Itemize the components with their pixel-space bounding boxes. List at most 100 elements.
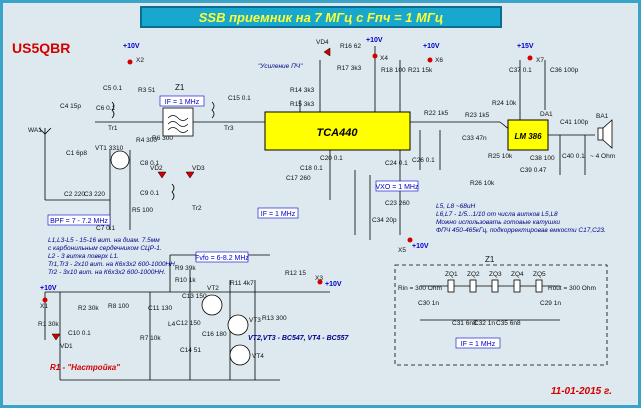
- coil-note-1: с карбонильным сердечником СЦР-1.: [48, 244, 162, 252]
- vd3-label: VD3: [192, 165, 205, 172]
- z1b-ref: Z1: [485, 255, 495, 264]
- c32-label: C32 1n: [474, 320, 495, 327]
- x2-label: X2: [136, 57, 144, 64]
- r23-label: R23 1k5: [465, 112, 490, 119]
- if-coil-note-0: L5, L8 ~68uH: [436, 203, 476, 210]
- x1-label: X1: [40, 303, 48, 310]
- if-top-box: IF = 1 MHz: [165, 99, 200, 106]
- vt2-label: VT2: [207, 285, 219, 292]
- tr1-label: Tr1: [108, 125, 118, 132]
- c34-label: C34 20p: [372, 217, 397, 224]
- r2-label: R2 30k: [78, 305, 99, 312]
- c37-label: C37 0.1: [509, 67, 532, 74]
- ba1-label: BA1: [596, 113, 609, 120]
- filter-frame: [394, 264, 608, 366]
- r22-label: R22 1k5: [424, 110, 449, 117]
- filter-rout: Rout = 300 Ohm: [548, 285, 596, 292]
- c16-label: C16 180: [202, 331, 227, 338]
- r26-label: R26 10k: [470, 180, 495, 187]
- c4-label: C4 15p: [60, 103, 81, 110]
- r7-label: R7 10k: [140, 335, 161, 342]
- c8-label: C8 0.1: [140, 160, 160, 167]
- c38-label: C38 100: [530, 155, 555, 162]
- lm386-label: LM 386: [514, 132, 542, 141]
- c20-label: C20 0.1: [320, 155, 343, 162]
- c14-label: C14 51: [180, 347, 201, 354]
- fvfo-box: Fvfo = 6-8.2 MHz: [195, 255, 249, 262]
- antenna-icon: [38, 127, 52, 140]
- r24-label: R24 10k: [492, 100, 517, 107]
- vd4-label: VD4: [316, 39, 329, 46]
- coil-note-0: L1,L3-L5 - 15-16 вит. на диам. 7.5мм: [48, 236, 160, 244]
- coil-note-3: Tr1,Tr3 - 2x10 вит. на К6х3х2 600-1000НН…: [48, 261, 177, 268]
- tr3-label: Tr3: [224, 125, 234, 132]
- zq1-label: ZQ1: [445, 271, 458, 278]
- x7-label: X7: [536, 57, 544, 64]
- vt1-label: VT1 3310: [95, 145, 124, 152]
- if-coil-note-3: ФПЧ 450-465кГц, подкорректировав емкости…: [436, 226, 606, 234]
- c5-label: C5 0.1: [103, 85, 123, 92]
- vd2-label: VD2: [150, 165, 163, 172]
- lm386-chip: [507, 119, 549, 151]
- c6-label: C6 0.1: [96, 105, 116, 112]
- supply-x6: +10V: [423, 43, 440, 50]
- supply-x4: +10V: [366, 37, 383, 44]
- l4-label: L4: [168, 321, 176, 328]
- r14-label: R14 3k3: [290, 87, 315, 94]
- r21-label: R21 15k: [408, 67, 433, 74]
- tca440-label: TCA440: [317, 127, 359, 139]
- x3-label: X3: [315, 275, 323, 282]
- c30-label: C30 1n: [418, 300, 439, 307]
- c36-label: C36 100p: [550, 67, 579, 74]
- if-coil-note-2: Можно использовать готовые катушки: [436, 219, 560, 226]
- vd1-label: VD1: [60, 343, 73, 350]
- c26-label: C26 0.1: [412, 157, 435, 164]
- zq5-label: ZQ5: [533, 271, 546, 278]
- r25-label: R25 10k: [488, 153, 513, 160]
- r17-label: R17 3k3: [337, 65, 362, 72]
- c40-label: C40 0.1: [562, 153, 585, 160]
- c11-label: C11 130: [148, 305, 172, 312]
- r3-label: R3 51: [138, 87, 156, 94]
- tca440-chip: [264, 111, 411, 151]
- r12-label: R12 15: [285, 270, 306, 277]
- wa1-label: WA1: [28, 127, 42, 134]
- c35-label: C35 6n8: [496, 320, 521, 327]
- r16-label: R16 62: [340, 43, 361, 50]
- r5-label: R5 100: [132, 207, 153, 214]
- c17-label: C17 260: [286, 175, 311, 182]
- c41-label: C41 100p: [560, 119, 589, 126]
- c1-label: C1 6p8: [66, 150, 87, 157]
- supply-x5: +10V: [412, 243, 429, 250]
- z1-filter: [162, 107, 194, 137]
- zq3-label: ZQ3: [489, 271, 502, 278]
- supply-x2: +10V: [123, 43, 140, 50]
- if-mid-box: IF = 1 MHz: [261, 211, 296, 218]
- supply-x1: +10V: [40, 285, 57, 292]
- coil-note-4: Tr2 - 3x10 вит. на К6х3х2 600-1000НН.: [48, 269, 166, 276]
- c24-label: C24 0.1: [385, 160, 408, 167]
- if-filter-box: IF = 1 MHz: [461, 341, 496, 348]
- title-bar: SSB приемник на 7 МГц с Fпч = 1 МГц: [140, 6, 502, 28]
- bpf-box: BPF = 7 - 7.2 MHz: [50, 218, 108, 225]
- vt3-label: VT3: [249, 317, 261, 324]
- c3-label: C3 220: [84, 191, 105, 198]
- vt4-label: VT4: [252, 353, 264, 360]
- coil-note-2: L2 - 3 витка поверх L1.: [48, 253, 119, 260]
- x4-label: X4: [380, 55, 388, 62]
- supply-x3: +10V: [325, 281, 342, 288]
- transistor-note: VT2,VT3 - BC547, VT4 - BC557: [248, 335, 349, 342]
- c13-label: C13 150: [182, 293, 207, 300]
- tr2-label: Tr2: [192, 205, 202, 212]
- callsign-label: US5QBR: [12, 40, 71, 56]
- r9-label: R9 39k: [175, 265, 196, 272]
- c10-label: C10 0.1: [68, 330, 91, 337]
- r10-label: R10 1k: [175, 277, 196, 284]
- da1-label: DA1: [540, 111, 553, 118]
- c15-label: C15 0.1: [228, 95, 251, 102]
- c7-label: C7 0.1: [96, 225, 116, 232]
- r4-label: R4 300: [136, 137, 157, 144]
- speaker-icon: [597, 127, 604, 141]
